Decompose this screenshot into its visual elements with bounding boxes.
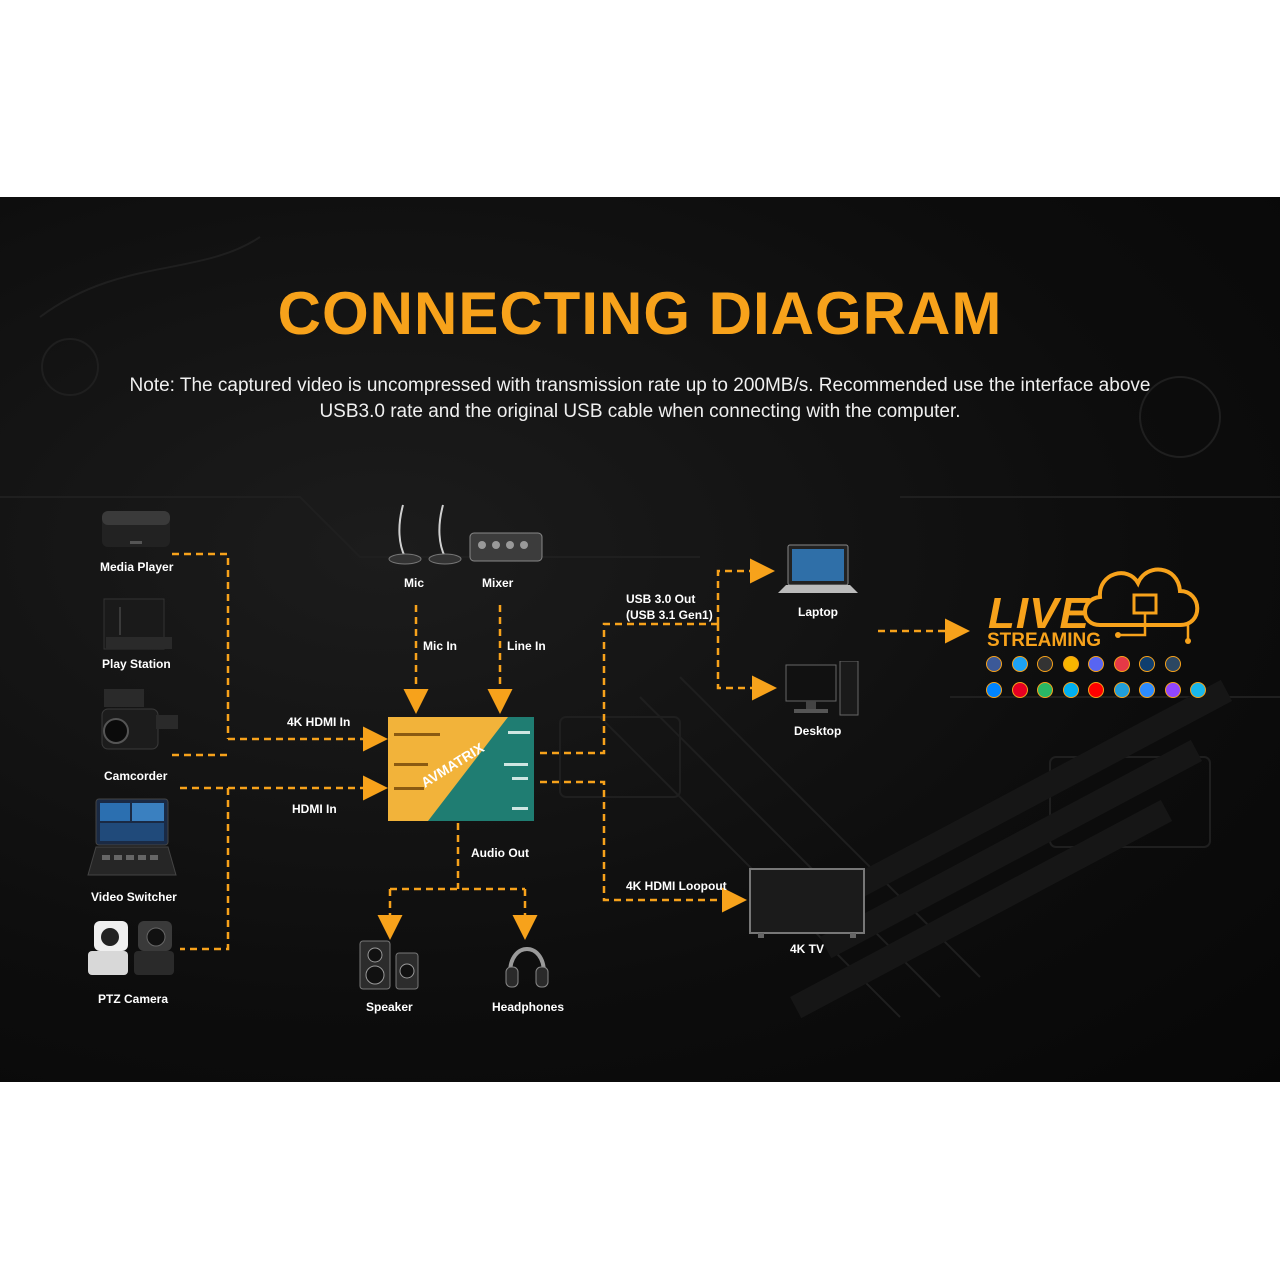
social-platform-icon xyxy=(1190,682,1206,698)
social-platform-icon xyxy=(986,656,1002,672)
mixer-icon xyxy=(469,532,543,562)
wire-laptop xyxy=(716,558,775,624)
play-station-label: Play Station xyxy=(102,657,171,671)
headphones-label: Headphones xyxy=(492,1000,565,1014)
laptop-icon xyxy=(778,544,858,593)
wire-hdmi-loopout xyxy=(540,780,747,913)
play-station-icon xyxy=(103,598,172,650)
video-switcher-icon xyxy=(87,798,177,876)
social-platform-icon xyxy=(1088,682,1104,698)
usb-out-gen-label: (USB 3.1 Gen1) xyxy=(626,608,713,622)
media-player-label: Media Player xyxy=(100,560,174,574)
capture-device-body xyxy=(388,717,534,821)
mic-label: Mic xyxy=(404,576,425,590)
tv-label: 4K TV xyxy=(790,942,825,956)
line-in-label: Line In xyxy=(507,639,546,653)
diagram-panel: CONNECTING DIAGRAM Note: The captured vi… xyxy=(0,197,1280,1082)
social-platform-icon xyxy=(1113,682,1130,698)
cloud-icon xyxy=(1083,567,1200,644)
laptop-label: Laptop xyxy=(798,605,838,619)
social-platform-icon xyxy=(1088,656,1104,672)
ptz-camera-icon xyxy=(88,921,174,975)
camcorder-label: Camcorder xyxy=(104,769,168,783)
social-platform-icon xyxy=(1011,682,1028,698)
mic-in-label: Mic In xyxy=(423,639,458,653)
wire-desktop xyxy=(716,624,777,701)
tv-icon xyxy=(749,868,865,938)
social-platform-icon xyxy=(1139,682,1155,698)
connection-wires xyxy=(172,552,970,951)
social-platform-icon xyxy=(1062,656,1079,672)
streaming-word: STREAMING xyxy=(987,630,1101,651)
live-word: LIVE xyxy=(988,589,1090,638)
wire-usb-out xyxy=(540,622,718,755)
capture-device: AVMATRIX xyxy=(388,717,534,821)
speaker-label: Speaker xyxy=(366,1000,413,1014)
media-player-icon xyxy=(102,511,170,547)
social-platform-icon xyxy=(1164,682,1181,698)
note-text: Note: The captured video is uncompressed… xyxy=(129,375,1151,422)
mixer-label: Mixer xyxy=(482,576,514,590)
background-texture xyxy=(0,236,1280,1019)
headphones-icon xyxy=(505,947,549,988)
wire-media-player xyxy=(172,552,230,739)
hdmi-loopout-label: 4K HDMI Loopout xyxy=(626,879,727,893)
desktop-label: Desktop xyxy=(794,724,842,738)
social-platform-icon xyxy=(986,682,1002,698)
ptz-camera-label: PTZ Camera xyxy=(98,992,169,1006)
social-platform-icon xyxy=(1062,682,1079,698)
hdmi-4k-in-label: 4K HDMI In xyxy=(287,715,351,729)
usb-out-label: USB 3.0 Out xyxy=(626,592,696,606)
audio-out-label: Audio Out xyxy=(471,846,529,860)
hdmi-in-label: HDMI In xyxy=(292,802,337,816)
desktop-icon xyxy=(785,661,859,716)
social-platform-icon xyxy=(1113,656,1130,672)
social-platform-icon xyxy=(1011,656,1028,672)
social-platform-icon xyxy=(1164,656,1181,672)
speaker-icon xyxy=(359,940,419,990)
social-platform-icon xyxy=(1139,656,1155,672)
video-switcher-label: Video Switcher xyxy=(91,890,177,904)
social-platform-icon xyxy=(1037,682,1053,698)
wire-ptz-camera xyxy=(180,788,230,951)
diagram-title: CONNECTING DIAGRAM xyxy=(277,280,1003,347)
social-platform-icon xyxy=(1037,656,1053,672)
camcorder-icon xyxy=(101,689,178,750)
mic-icon xyxy=(388,504,462,565)
